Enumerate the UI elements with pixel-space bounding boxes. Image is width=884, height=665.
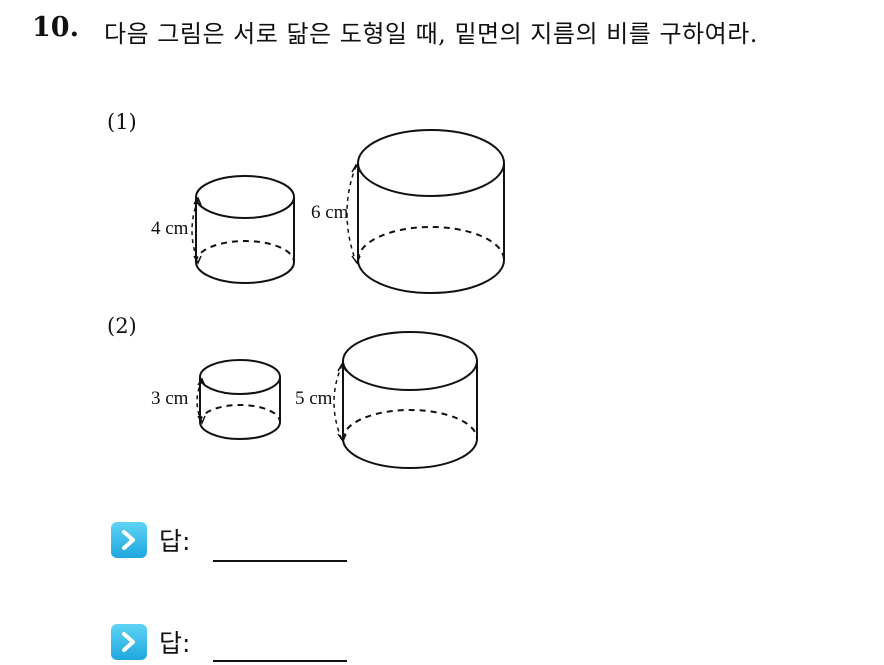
answer-label: 답: — [159, 629, 191, 658]
cylinder-1-small — [191, 175, 295, 284]
cylinder-1-large — [346, 129, 505, 294]
cylinder-2-large — [333, 331, 478, 469]
part-2-small-height-label: 3 cm — [151, 388, 189, 409]
part-1-large-height-label: 6 cm — [311, 202, 349, 223]
question-text: 다음 그림은 서로 닮은 도형일 때, 밑면의 지름의 비를 구하여라. — [104, 20, 758, 48]
cylinder-2-small — [196, 359, 281, 440]
answer-blank-1[interactable] — [213, 560, 347, 562]
answer-row-1: 답: — [111, 520, 190, 560]
chevron-right-icon — [111, 624, 147, 660]
answer-row-2: 답: — [111, 622, 190, 662]
part-1-label: (1) — [107, 110, 137, 134]
answer-label: 답: — [159, 527, 191, 556]
question-number: 10. — [32, 12, 79, 43]
part-2-large-height-label: 5 cm — [295, 388, 333, 409]
answer-blank-2[interactable] — [213, 660, 347, 662]
part-2-label: (2) — [107, 314, 137, 338]
chevron-right-icon — [111, 522, 147, 558]
part-1-small-height-label: 4 cm — [151, 218, 189, 239]
